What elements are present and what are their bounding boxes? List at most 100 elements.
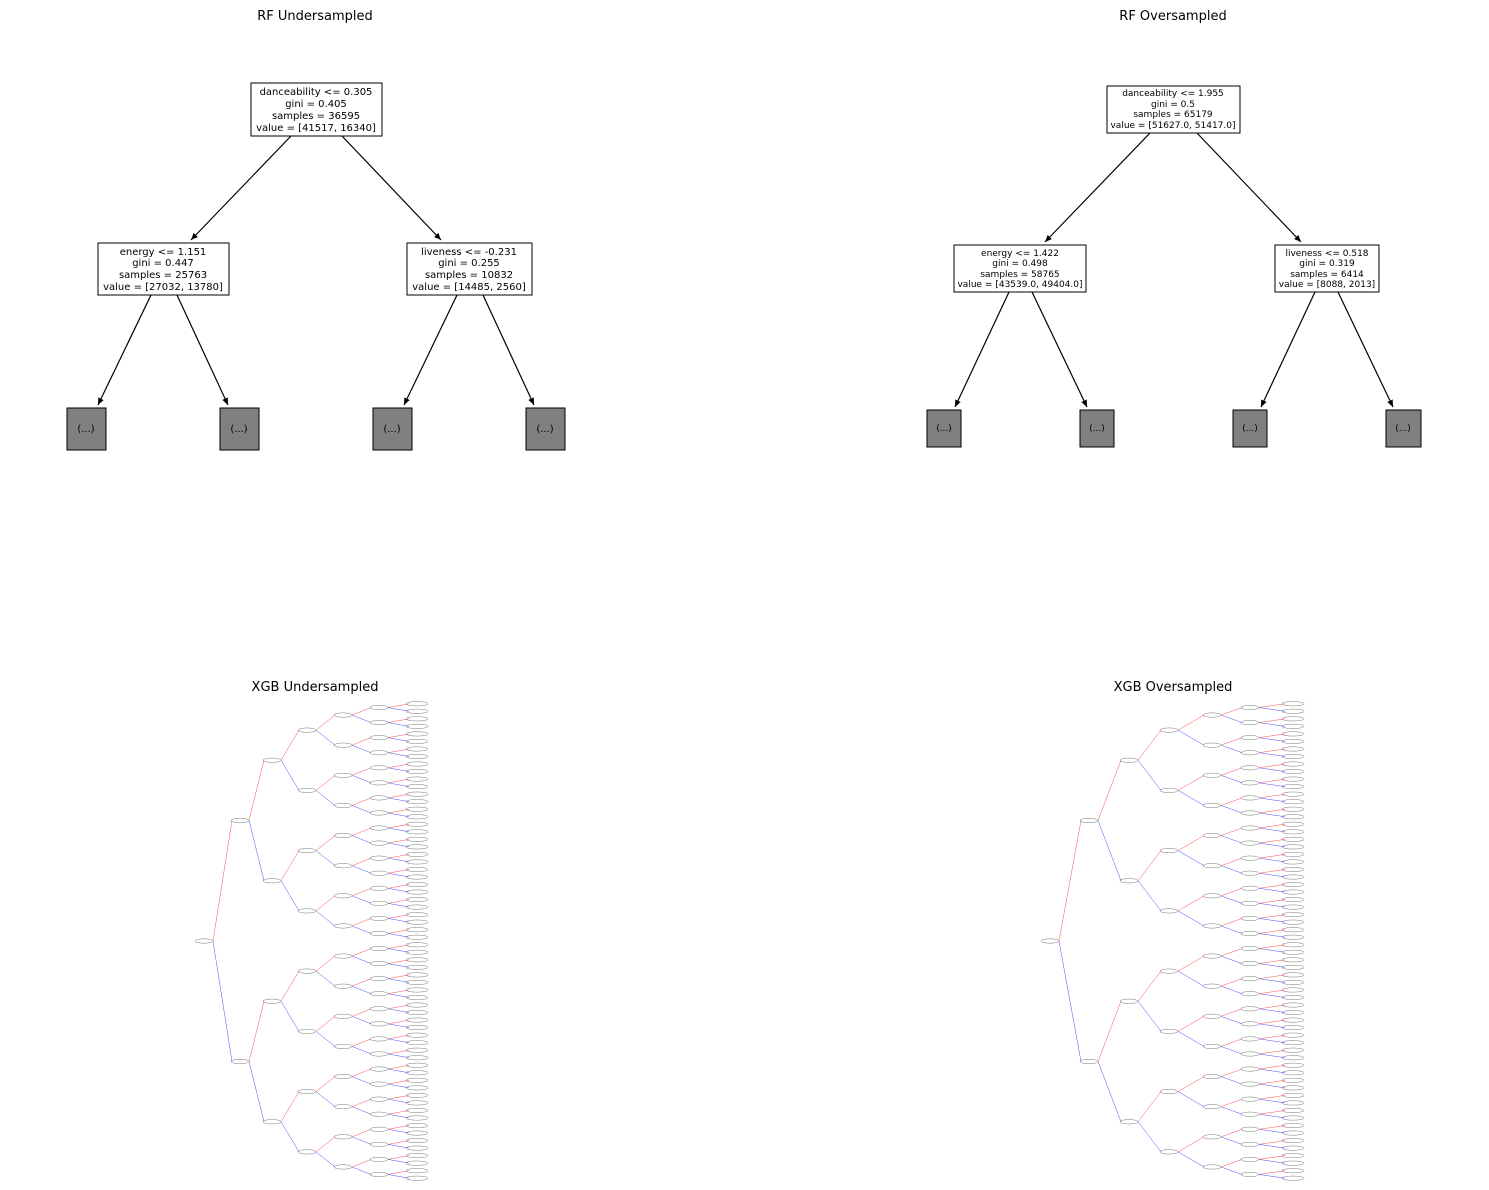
xgb-edge [1097, 1001, 1122, 1062]
xgb-leaf-node [405, 1002, 429, 1008]
rf-under-leaf-3: (...) [372, 407, 413, 451]
xgb-split-node [369, 1172, 389, 1177]
xgb-leaf-node [1281, 889, 1305, 895]
xgb-split-node [1202, 923, 1222, 929]
xgb-leaf-node [1281, 882, 1305, 887]
xgb-edge [1058, 940, 1082, 1062]
svg-text:(...): (...) [383, 424, 400, 435]
xgb-edge [351, 948, 372, 957]
xgb-leaf-node [1281, 1032, 1305, 1038]
xgb-edge [315, 1031, 336, 1047]
xgb-leaf-node [1281, 769, 1305, 774]
xgb-leaf-node [1281, 776, 1305, 782]
xgb-split-node [262, 757, 282, 763]
xgb-edge [1137, 1091, 1162, 1122]
xgb-split-node [1202, 1104, 1222, 1110]
xgb-leaf-node [405, 1168, 429, 1174]
xgb-edge [387, 1155, 410, 1160]
xgb-edge [351, 767, 372, 776]
xgb-edge [1258, 812, 1286, 817]
xgb-split-node [369, 1081, 389, 1087]
xgb-edge [1258, 1050, 1286, 1055]
xgb-split-node [297, 727, 317, 733]
xgb-leaf-node [1281, 972, 1305, 978]
xgb-edge [387, 873, 410, 878]
xgb-edge [315, 850, 336, 866]
xgb-undersampled-tree [194, 701, 429, 1181]
xgb-leaf-node [405, 1085, 429, 1091]
xgb-edge [280, 730, 300, 761]
xgb-leaf-node [1281, 1055, 1305, 1061]
xgb-edge [1258, 978, 1286, 983]
xgb-split-node [1240, 780, 1260, 786]
svg-text:value = [8088, 2013]: value = [8088, 2013] [1279, 280, 1375, 290]
xgb-leaf-node [1281, 1168, 1305, 1174]
xgb-edge [315, 714, 336, 731]
xgb-edge [351, 745, 372, 753]
rf-under-right-node: liveness <= -0.231 gini = 0.255 samples … [406, 242, 533, 296]
xgb-edge [1258, 959, 1286, 964]
xgb-edge [351, 1008, 372, 1017]
xgb-split-node [333, 893, 353, 899]
xgb-split-node [333, 833, 353, 838]
xgb-split-node [1159, 908, 1179, 914]
xgb-split-node [1202, 772, 1222, 778]
xgb-split-node [1240, 870, 1260, 876]
xgb-leaf-node [1281, 1175, 1305, 1181]
xgb-split-node [194, 938, 214, 944]
xgb-leaf-node [1281, 1100, 1305, 1106]
xgb-leaf-node [1281, 761, 1305, 767]
svg-text:(...): (...) [230, 424, 247, 435]
xgb-leaf-node [1281, 821, 1305, 827]
edge-root-right [341, 135, 442, 241]
xgb-split-node [369, 1111, 389, 1117]
edge-root-left [190, 135, 292, 241]
xgb-split-node [262, 1119, 282, 1125]
xgb-edge [387, 888, 410, 893]
xgb-edge [1258, 873, 1286, 878]
svg-text:samples = 65179: samples = 65179 [1133, 110, 1213, 120]
xgb-edge [1177, 1016, 1205, 1032]
xgb-leaf-node [405, 1032, 429, 1038]
xgb-edge [351, 775, 372, 784]
xgb-edge [387, 842, 410, 848]
xgb-edge [1258, 824, 1286, 829]
xgb-edge [1258, 778, 1286, 784]
xgb-leaf-node [405, 746, 429, 752]
rf-over-leaf-4: (...) [1385, 409, 1422, 448]
xgb-edge [1220, 925, 1243, 934]
xgb-edge [387, 748, 410, 753]
xgb-split-node [1079, 1059, 1099, 1064]
xgb-edge [387, 827, 410, 832]
xgb-leaf-node [405, 882, 429, 887]
xgb-edge [248, 1001, 265, 1062]
xgb-split-node [1202, 893, 1222, 899]
svg-text:value = [51627.0, 51417.0]: value = [51627.0, 51417.0] [1110, 121, 1235, 131]
xgb-edge [387, 1068, 410, 1073]
xgb-edge [351, 1038, 372, 1047]
xgb-edge [387, 1144, 410, 1149]
xgb-leaf-node [405, 964, 429, 970]
xgb-edge [1220, 797, 1243, 806]
xgb-undersampled-title: XGB Undersampled [251, 680, 379, 695]
xgb-leaf-node [1281, 919, 1305, 925]
xgb-edge [1177, 970, 1205, 987]
xgb-edge [1258, 854, 1286, 859]
xgb-edge [351, 797, 372, 806]
xgb-edge [387, 733, 410, 738]
xgb-edge [315, 1091, 336, 1107]
xgb-edge [1258, 737, 1286, 742]
xgb-edge [351, 1159, 372, 1168]
xgb-split-node [333, 1044, 353, 1049]
xgb-split-node [1240, 900, 1260, 906]
xgb-edge [1258, 1095, 1286, 1100]
xgb-edge [387, 782, 410, 787]
xgb-split-node [369, 1157, 389, 1162]
xgb-leaf-node [405, 716, 429, 722]
xgb-edge [1258, 1053, 1286, 1058]
xgb-edge [387, 963, 410, 968]
xgb-edge [280, 1091, 300, 1122]
xgb-split-node [369, 1126, 389, 1132]
xgb-leaf-node [1281, 980, 1305, 985]
xgb-leaf-node [405, 1175, 429, 1181]
